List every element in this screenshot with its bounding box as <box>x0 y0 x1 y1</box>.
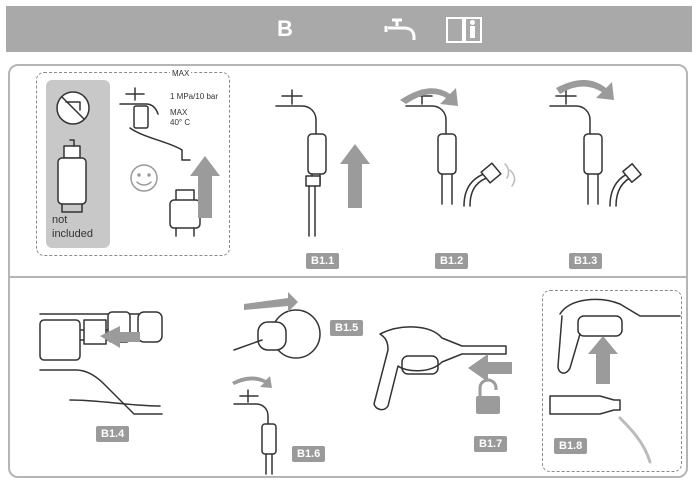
b1-8-spray-gun-icon <box>549 298 681 464</box>
b1-3-faucet-icon <box>549 89 642 207</box>
step-label-b1-4: B1.4 <box>96 426 130 442</box>
right-arrow-b1-5 <box>244 292 298 312</box>
manual-info-icon <box>446 17 482 43</box>
temp-label: 40° C <box>170 118 191 127</box>
b1-6-faucet-icon <box>233 389 277 475</box>
b1-5-plug-icon <box>233 309 321 359</box>
rotate-arrow-b1-3 <box>556 80 614 100</box>
step-label-b1-7: B1.7 <box>474 436 508 452</box>
setup-requirements-box <box>36 72 230 256</box>
not-included-label-1: not <box>52 214 68 226</box>
smiley-icon <box>130 164 158 192</box>
b1-7-spray-gun-icon <box>373 326 507 411</box>
not-included-label-2: included <box>52 228 93 240</box>
b1-1-faucet-icon <box>275 89 327 237</box>
left-arrow-b1-4 <box>100 326 140 348</box>
arrows <box>100 80 618 414</box>
section-letter: B <box>277 16 293 41</box>
step-label-b1-1: B1.1 <box>306 253 340 269</box>
section-header: B <box>6 6 692 52</box>
row-divider <box>10 276 686 278</box>
b1-8-box <box>542 290 682 472</box>
up-arrow-b1-1 <box>340 144 370 208</box>
b1-4-machine-inlet-icon <box>39 311 163 415</box>
step-label-b1-3: B1.3 <box>569 253 603 269</box>
step-label-b1-5: B1.5 <box>330 320 364 336</box>
up-arrow-setup <box>190 156 220 218</box>
rotate-arrow-b1-2 <box>400 88 458 106</box>
instruction-panel <box>8 64 688 478</box>
up-arrow-b1-8 <box>588 336 618 384</box>
no-faucet-icon <box>56 91 90 125</box>
pressure-label: 1 MPa/10 bar <box>170 92 219 101</box>
step-label-b1-6: B1.6 <box>292 446 326 462</box>
max-pressure-label: MAX <box>170 69 192 78</box>
lock-open-icon <box>476 378 500 414</box>
step-label-b1-8: B1.8 <box>554 438 588 454</box>
left-arrow-b1-7 <box>468 354 512 382</box>
faucet-icon <box>119 87 191 161</box>
b1-2-faucet-icon <box>405 89 516 207</box>
faucet-icon <box>384 18 416 40</box>
step-label-b1-2: B1.2 <box>435 253 469 269</box>
hose-connector-icon <box>169 189 201 237</box>
rotate-arrow-b1-6 <box>232 376 272 388</box>
max-temp-label: MAX <box>170 108 188 117</box>
pressure-valve-icon <box>57 139 87 213</box>
